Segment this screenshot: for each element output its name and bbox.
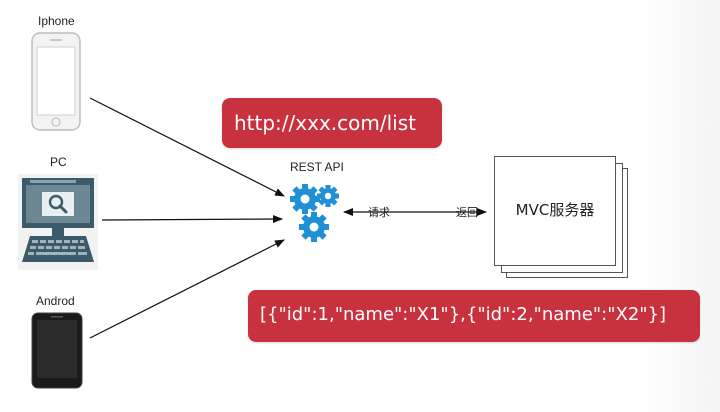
- android-label: Androd: [36, 294, 75, 308]
- json-response-callout: [{"id":1,"name":"X1"},{"id":2,"name":"X2…: [248, 290, 700, 342]
- pc-icon: [18, 174, 98, 270]
- iphone-icon: [31, 32, 81, 131]
- mvc-server-box: MVC服务器: [494, 156, 616, 266]
- iphone-label: Iphone: [38, 14, 75, 28]
- watermark-strip: [640, 0, 720, 412]
- rest-api-label: REST API: [290, 160, 344, 174]
- return-label: 返回: [456, 206, 478, 219]
- android-to-api-arrow: [89, 239, 285, 339]
- iphone-to-api-arrow: [89, 97, 285, 197]
- mvc-server-label: MVC服务器: [515, 201, 595, 219]
- api-url-text: http://xxx.com/list: [234, 111, 416, 135]
- request-label: 请求: [368, 206, 390, 219]
- url-callout: http://xxx.com/list: [222, 98, 442, 148]
- pc-to-api-arrow: [101, 215, 283, 224]
- gears-icon: [290, 184, 339, 242]
- android-phone-icon: [31, 312, 83, 389]
- json-response-text: [{"id":1,"name":"X1"},{"id":2,"name":"X2…: [260, 304, 667, 325]
- pc-label: PC: [50, 155, 67, 169]
